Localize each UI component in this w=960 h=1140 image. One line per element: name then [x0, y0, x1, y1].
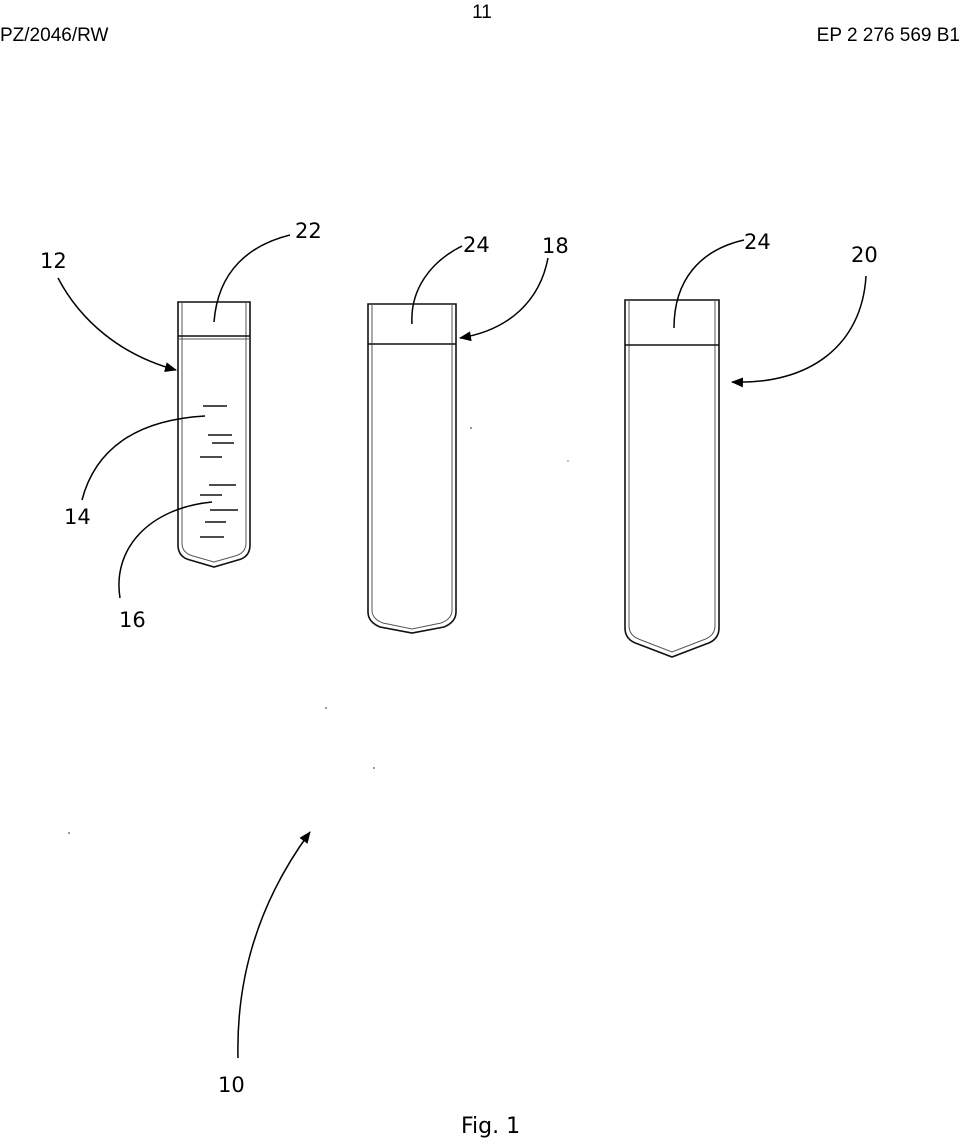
header-page-number: 11 — [472, 2, 492, 23]
leader-22 — [213, 234, 291, 323]
leader-20-arrow — [731, 275, 867, 388]
ref-numeral-12: 12 — [40, 249, 67, 273]
leader-24-first — [411, 245, 463, 325]
tube-12-outer-wall — [177, 301, 251, 568]
tube-20-inner-wall — [628, 300, 716, 653]
tube-18-outer-wall — [367, 303, 457, 634]
ref-numeral-10: 10 — [218, 1073, 245, 1097]
leader-16 — [118, 501, 213, 599]
tube-20-outer-wall — [624, 299, 720, 658]
ref-numeral-22: 22 — [295, 219, 322, 243]
ref-numeral-14: 14 — [64, 505, 91, 529]
leader-10-arrow — [237, 831, 311, 1059]
ref-numeral-20: 20 — [851, 243, 878, 267]
figure-caption: Fig. 1 — [461, 1114, 520, 1139]
ref-numeral-18: 18 — [542, 234, 569, 258]
header-document-code: PZ/2046/RW — [0, 25, 109, 46]
leader-12-arrow — [57, 277, 177, 372]
tube-18-inner-wall — [371, 304, 453, 630]
leader-14 — [81, 415, 206, 501]
header-patent-number: EP 2 276 569 B1 — [816, 25, 960, 46]
ref-numeral-24-first: 24 — [463, 233, 490, 257]
ref-numeral-24-second: 24 — [744, 230, 771, 254]
tube-12-contents-marks — [200, 405, 238, 538]
tube-12 — [177, 301, 251, 568]
leader-18-arrow — [459, 257, 549, 342]
tube-20 — [624, 299, 720, 658]
tube-18 — [367, 303, 457, 634]
ref-numeral-16: 16 — [119, 608, 146, 632]
tube-12-inner-wall — [181, 302, 247, 563]
leader-24-second — [673, 239, 745, 329]
